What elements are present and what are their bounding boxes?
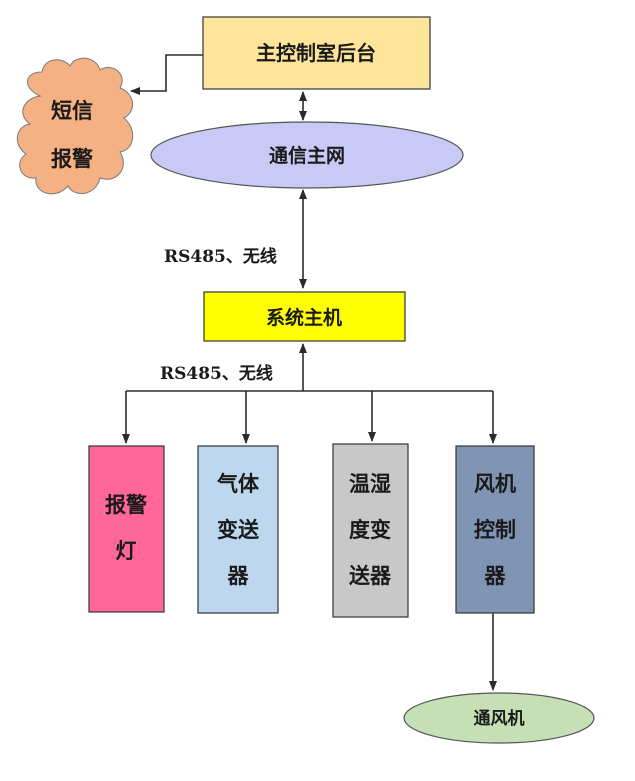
gas-label-line-3: 器	[227, 563, 250, 588]
node-fan-controller: 风机 控制 器	[455, 445, 535, 614]
temp-hum-label-line-1: 温湿	[349, 471, 391, 496]
node-backend-box	[202, 16, 431, 90]
comm-net-ellipse	[150, 121, 464, 189]
fan-ctrl-label-line-2: 控制	[474, 517, 516, 542]
gas-box	[197, 445, 279, 614]
sms-alarm-label-line-2: 报警	[51, 146, 93, 171]
node-fan: 通风机	[403, 692, 595, 744]
edges	[122, 54, 497, 691]
gas-label-line-1: 气体	[216, 471, 260, 496]
alarm-lamp-label-line-1: 报警	[105, 492, 147, 517]
temp-hum-label-line-3: 送器	[349, 563, 392, 588]
fan-ellipse	[403, 692, 595, 744]
fan-ctrl-label-line-3: 器	[484, 563, 507, 588]
edge-label-upper: RS485、无线	[164, 246, 277, 267]
temp-hum-box	[332, 443, 409, 618]
alarm-lamp-label-line-2: 灯	[116, 538, 137, 563]
fan-label: 通风机	[474, 708, 525, 729]
node-host: 系统主机	[203, 291, 406, 342]
gas-label-line-2: 变送	[217, 517, 260, 542]
node-alarm-lamp: 报警 灯	[88, 445, 165, 613]
sms-alarm-cloud-shape	[16, 57, 134, 195]
host-box	[203, 291, 406, 342]
edge-backend-to-sms	[130, 54, 203, 95]
node-temp-hum-transmitter: 温湿 度变 送器	[332, 443, 409, 618]
host-label: 系统主机	[266, 306, 342, 329]
comm-net-label: 通信主网	[269, 144, 345, 167]
node-sms-alarm: 短信 报警	[16, 57, 134, 195]
fan-ctrl-label-line-1: 风机	[474, 471, 516, 496]
node-gas-transmitter: 气体 变送 器	[197, 445, 279, 614]
node-backend: 主控制室后台	[202, 16, 431, 90]
node-backend-label: 主控制室后台	[256, 41, 376, 65]
edge-label-lower: RS485、无线	[160, 363, 273, 384]
fan-ctrl-box	[455, 445, 535, 614]
sms-alarm-label-line-1: 短信	[51, 98, 93, 123]
alarm-lamp-box	[88, 445, 165, 613]
node-comm-net: 通信主网	[150, 121, 464, 189]
temp-hum-label-line-2: 度变	[349, 517, 391, 542]
